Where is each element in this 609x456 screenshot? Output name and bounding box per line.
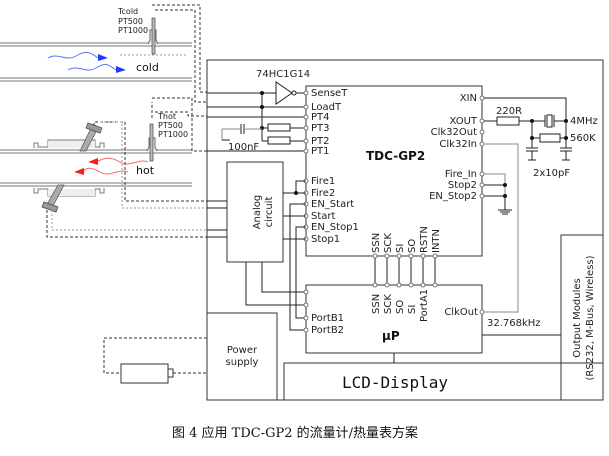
pin-start: Start [311,211,336,222]
lcd-display-block [283,362,604,401]
resistor-220r-label: 220R [496,106,522,117]
sensor-wiring [46,4,207,238]
pin-xin: XIN [460,93,477,104]
cold-sensor [147,17,159,55]
up-pin-si: SI [407,305,418,314]
arrow-left-icon [74,168,84,175]
device-enclosure [206,59,604,401]
tdc-gp2-chip [305,85,483,257]
tdc-left-pins: SenseT LoadT PT4 PT3 PT2 PT1 Fire1 Fire2… [303,88,359,245]
battery [103,337,207,384]
cold-pipe [0,42,192,82]
battery-icon [120,363,169,384]
tdc-pin-si: SI [395,244,406,253]
pin-xout: XOUT [449,116,477,127]
pin-load-t: LoadT [311,102,342,113]
hot-pipe [0,139,192,197]
lcd-display-label: LCD-Display [342,373,448,392]
ultrasonic-transducer-bottom [41,184,65,213]
pin-fire-in: Fire_In [445,169,477,180]
tcold-type-1: PT500 [118,17,143,26]
analog-wiring [207,180,306,331]
spi-bus [374,258,436,285]
tdc-pin-intn: INTN [431,229,442,253]
up-pin-sck: SCK [383,294,394,314]
up-pin-so: SO [395,300,406,314]
up-pin-porta1: PortA1 [419,289,430,322]
power-supply-line-1: Power [227,345,258,356]
pin-clkout: ClkOut [444,307,478,318]
inverter-label: 74HC1G14 [256,69,310,80]
tdc-bottom-pins: SSN SCK SI SO RSTN INTN [371,226,442,259]
cold-flow-label: cold [136,61,159,74]
pin-clk32in: Clk32In [439,139,477,150]
microprocessor-title: µP [382,329,400,343]
hot-flow-arrows [74,157,149,175]
clock-frequency-label: 32.768kHz [487,318,541,329]
analog-circuit-block [226,161,284,263]
load-caps-label: 2x10pF [533,168,570,179]
cold-flow-arrows [47,51,126,73]
stop2-ground [484,173,512,215]
arrow-left-icon [88,158,98,165]
hot-sensor [146,123,158,162]
pin-portb1: PortB1 [311,313,344,324]
pin-portb2: PortB2 [311,325,344,336]
pin-clkout-dot [479,309,485,315]
up-top-pins: SSN SCK SO SI PortA1 [371,282,438,322]
tdc-pin-sck: SCK [383,233,394,253]
thot-label: Thot [157,112,176,121]
thot-type-1: PT500 [158,121,183,130]
tdc-right-pins: XIN XOUT Clk32Out Clk32In Fire_In Stop2 … [429,93,485,202]
power-supply-line-2: supply [226,357,259,368]
oscillator-circuit [484,97,572,161]
up-left-pins: PortB1 PortB2 [303,289,344,336]
pin-stop1: Stop1 [311,234,340,245]
arrow-right-icon [98,54,108,61]
clock-wire [484,143,519,313]
pin-pt1: PT1 [311,146,330,157]
pin-en-stop2: EN_Stop2 [429,191,477,202]
crystal-label: 4MHz [570,116,598,127]
pin-pt4: PT4 [311,112,330,123]
pin-pt2: PT2 [311,136,330,147]
capacitor-label: 100nF [228,142,259,153]
tcold-label: Tcold [117,7,138,16]
pt-network [207,91,306,152]
figure-caption: 图 4 应用 TDC-GP2 的流量计/热量表方案 [172,425,418,441]
pin-pt3: PT3 [311,123,330,134]
pin-sense-t: SenseT [311,88,348,99]
tdc-pin-ssn: SSN [371,233,382,253]
arrow-right-icon [116,66,126,73]
inverter-symbol [207,81,306,105]
tdc-gp2-title: TDC-GP2 [366,149,425,163]
pin-en-stop1: EN_Stop1 [311,222,359,233]
analog-circuit-line-1: Analog [252,195,263,230]
output-modules-line-1: Output Modules [572,278,583,358]
tcold-type-2: PT1000 [118,26,148,35]
pin-stop2: Stop2 [448,180,477,191]
power-supply-block [206,312,278,401]
analog-circuit-line-2: circuit [264,197,275,228]
pin-fire1: Fire1 [311,176,335,187]
feedback-resistor-label: 560K [570,133,596,144]
pin-en-start: EN_Start [311,199,354,210]
tdc-pin-so: SO [407,239,418,253]
pin-fire2: Fire2 [311,188,335,199]
thot-type-2: PT1000 [158,130,188,139]
up-pin-ssn: SSN [371,294,382,314]
ultrasonic-transducer-top [79,122,103,152]
tdc-pin-rstn: RSTN [419,226,430,253]
pin-clk32out: Clk32Out [431,127,477,138]
output-modules-line-2: (RS232, M-Bus, Wireless) [585,255,596,380]
hot-flow-label: hot [136,164,155,177]
